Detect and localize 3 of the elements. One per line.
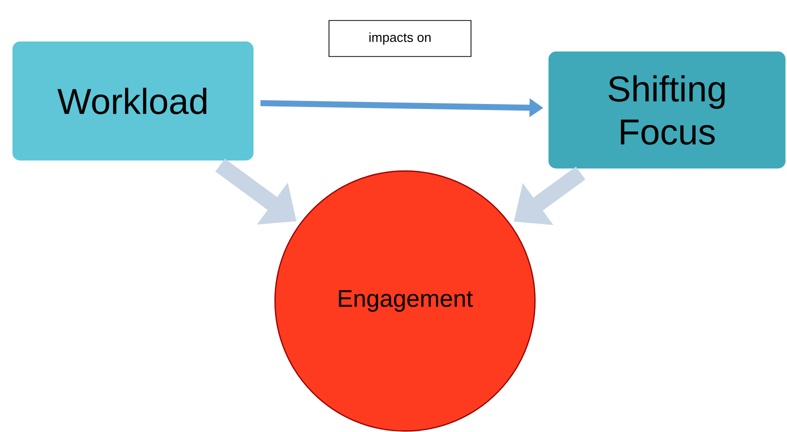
process-box: Shifting Focus	[548, 50, 786, 170]
process-box: Workload	[12, 40, 254, 162]
edge-label: impacts on	[328, 20, 472, 57]
